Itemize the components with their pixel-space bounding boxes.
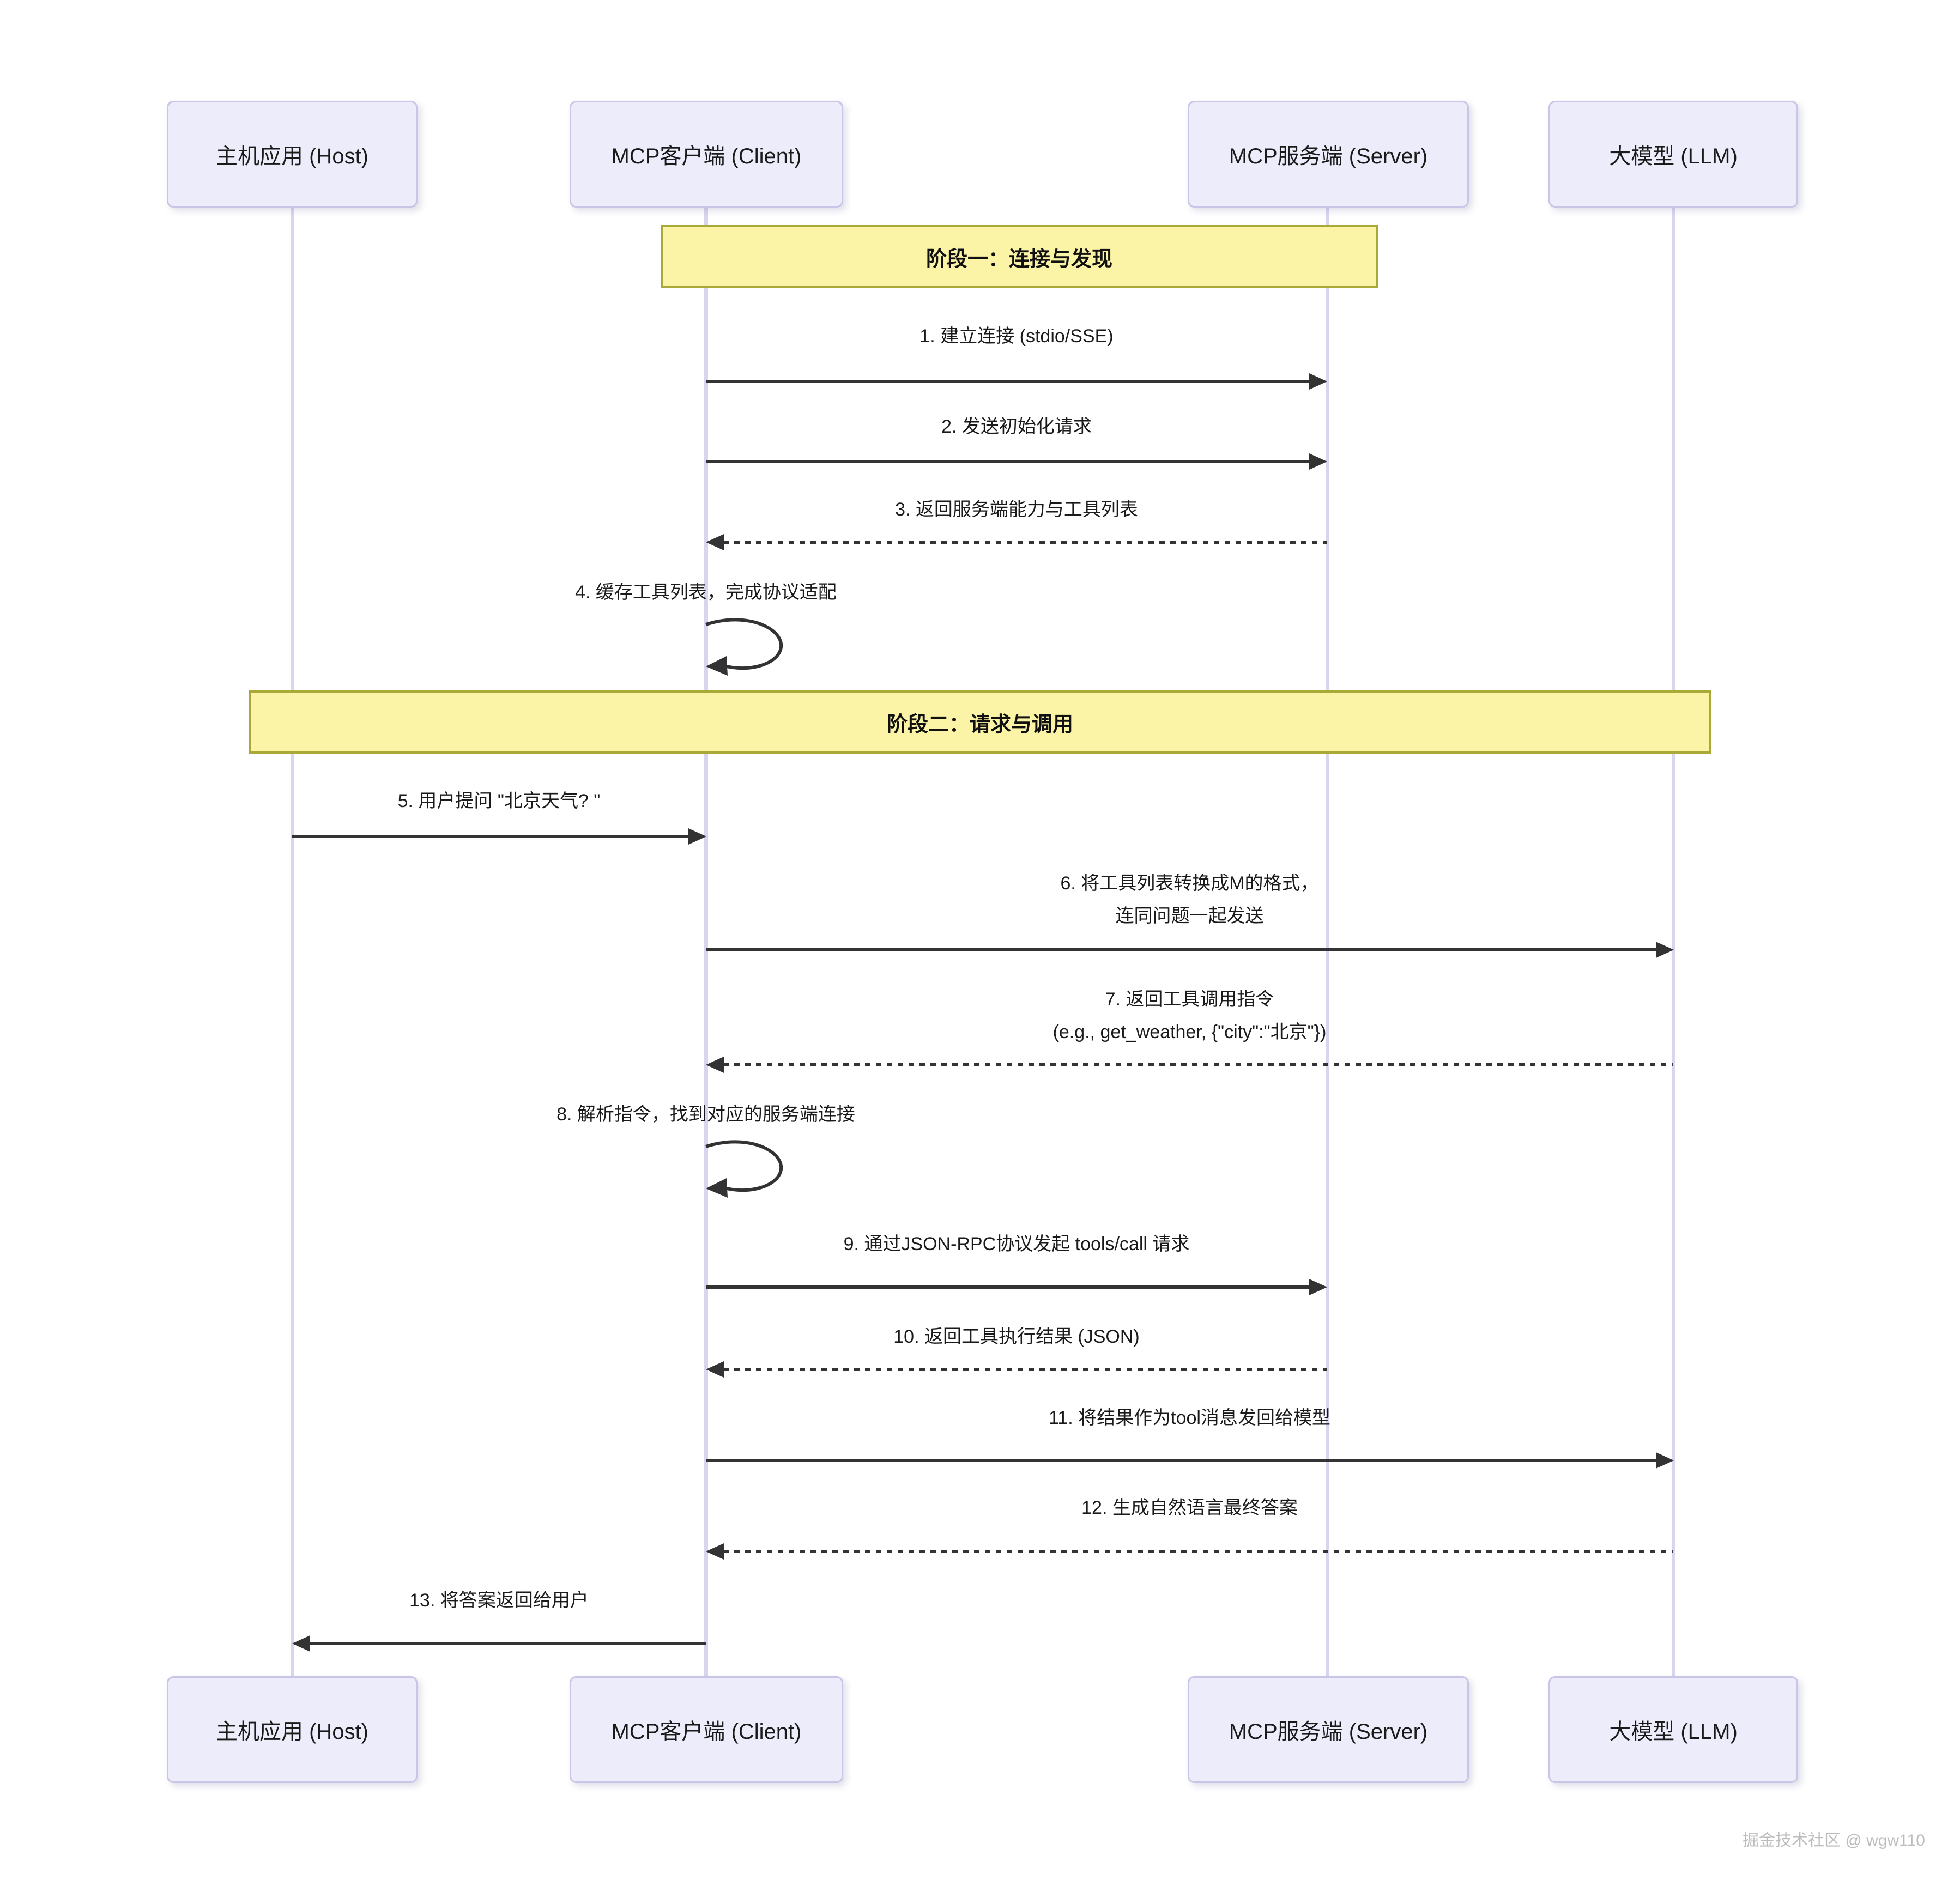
message-6-arrow [706, 948, 1656, 951]
watermark: 掘金技术社区 @ wgw110 [1743, 1832, 1925, 1849]
participant-server-label: MCP服务端 (Server) [1229, 144, 1428, 168]
message-9-arrowhead [1309, 1279, 1327, 1295]
message-7-label: 7. 返回工具调用指令 (e.g., get_weather, {"city":… [1052, 989, 1327, 1042]
lifeline-host [291, 208, 294, 1676]
message-1-arrow [706, 380, 1310, 383]
participant-llm-label: 大模型 (LLM) [1609, 1720, 1738, 1744]
participant-host-bottom: 主机应用 (Host) [167, 1676, 418, 1783]
lifeline-server [1326, 208, 1329, 1676]
participant-client-label: MCP客户端 (Client) [611, 1720, 802, 1744]
message-8-label: 8. 解析指令，找到对应的服务端连接 [556, 1104, 855, 1125]
lifeline-client [704, 208, 708, 1676]
participant-client-top: MCP客户端 (Client) [570, 101, 843, 208]
message-12-arrow [723, 1550, 1673, 1553]
message-11-arrow [706, 1459, 1656, 1462]
message-6-arrowhead [1656, 942, 1674, 958]
message-2-label: 2. 发送初始化请求 [941, 416, 1092, 437]
message-6-label: 6. 将工具列表转换成M的格式， 连同问题一起发送 [1060, 873, 1319, 926]
message-10-arrowhead [706, 1361, 724, 1378]
message-4-self-loop-arrow [705, 618, 783, 676]
message-1-arrowhead [1309, 373, 1327, 390]
participant-host-label: 主机应用 (Host) [216, 144, 368, 168]
participant-server-top: MCP服务端 (Server) [1188, 101, 1469, 208]
message-2-arrow [706, 460, 1310, 463]
message-9-arrow [706, 1285, 1310, 1289]
phase-2-label: 阶段二：请求与调用 [886, 713, 1073, 736]
message-4-label: 4. 缓存工具列表，完成协议适配 [575, 582, 837, 603]
message-13-label: 13. 将答案返回给用户 [409, 1590, 589, 1611]
message-13-arrow [310, 1642, 706, 1645]
message-12-arrowhead [706, 1543, 724, 1560]
phase-2-banner: 阶段二：请求与调用 [249, 690, 1711, 754]
participant-client-bottom: MCP客户端 (Client) [570, 1676, 843, 1783]
message-10-arrow [723, 1368, 1327, 1371]
participant-server-bottom: MCP服务端 (Server) [1188, 1676, 1469, 1783]
participant-llm-top: 大模型 (LLM) [1548, 101, 1798, 208]
participant-client-label: MCP客户端 (Client) [611, 144, 802, 168]
participant-host-label: 主机应用 (Host) [216, 1720, 368, 1744]
participant-server-label: MCP服务端 (Server) [1229, 1720, 1428, 1744]
message-9-label: 9. 通过JSON-RPC协议发起 tools/call 请求 [843, 1234, 1190, 1254]
message-7-arrowhead [706, 1057, 724, 1073]
message-12-label: 12. 生成自然语言最终答案 [1081, 1497, 1298, 1518]
participant-llm-bottom: 大模型 (LLM) [1548, 1676, 1798, 1783]
message-5-arrowhead [688, 828, 706, 845]
participant-llm-label: 大模型 (LLM) [1609, 144, 1738, 168]
phase-1-banner: 阶段一：连接与发现 [661, 225, 1378, 288]
message-5-arrow [292, 835, 688, 838]
message-10-label: 10. 返回工具执行结果 (JSON) [893, 1326, 1140, 1347]
message-2-arrowhead [1309, 453, 1327, 470]
phase-1-label: 阶段一：连接与发现 [925, 247, 1112, 271]
message-8-self-loop-arrow [705, 1140, 783, 1198]
message-11-arrowhead [1656, 1452, 1674, 1469]
message-7-arrow [723, 1063, 1673, 1066]
message-13-arrowhead [292, 1635, 310, 1652]
participant-host-top: 主机应用 (Host) [167, 101, 418, 208]
message-1-label: 1. 建立连接 (stdio/SSE) [919, 326, 1114, 347]
message-11-label: 11. 将结果作为tool消息发回给模型 [1048, 1408, 1330, 1428]
message-5-label: 5. 用户提问 "北京天气? " [397, 791, 601, 811]
message-3-arrowhead [706, 534, 724, 550]
message-3-arrow [723, 541, 1327, 544]
message-3-label: 3. 返回服务端能力与工具列表 [895, 499, 1138, 520]
